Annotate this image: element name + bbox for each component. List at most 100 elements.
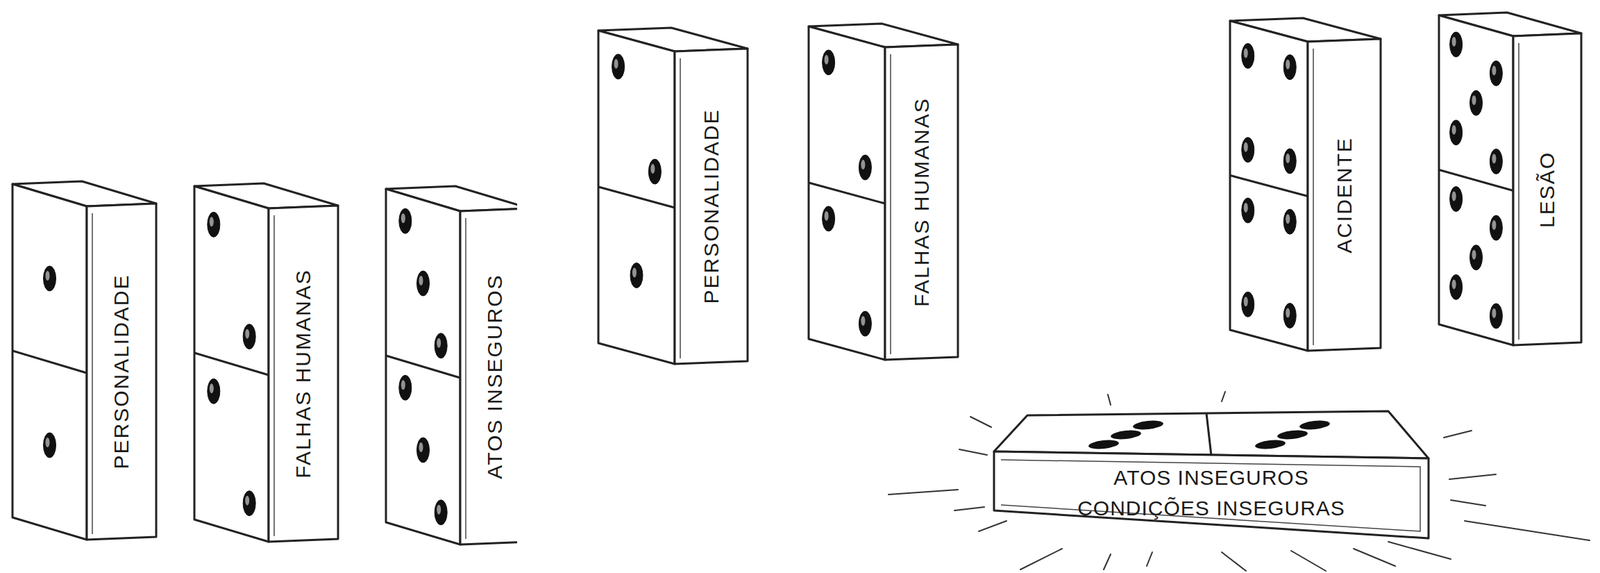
domino-pip [434,333,448,359]
domino: ACIDENTE [1227,15,1384,354]
impact-line [1388,541,1451,559]
domino: ATOS INSEGUROS [383,183,518,547]
domino-divider [1438,170,1514,191]
domino-pip [612,54,625,80]
pip-highlight [1491,65,1496,76]
impact-line [978,520,1007,532]
pip-highlight [45,437,50,448]
pip-highlight [1285,59,1290,70]
domino-label: FALHAS HUMANAS [911,97,933,307]
impact-line [1450,499,1486,506]
domino-pip [399,208,412,234]
domino-side [460,208,518,545]
domino-label: PERSONALIDADE [701,108,722,304]
domino-pip [399,374,412,400]
impact-line [970,416,992,427]
impact-line [1221,391,1226,402]
impact-line [1353,548,1396,566]
bevel-line [273,215,275,536]
pip-highlight [1472,95,1477,105]
domino-pip [1489,148,1503,174]
domino-pip [242,490,256,516]
pip-highlight [1491,220,1496,230]
domino-pip [1241,291,1255,317]
domino-pip [1450,120,1463,146]
impact-line [959,449,988,455]
domino-pip [1470,90,1483,116]
domino-pip [207,211,221,237]
bevel-line [889,54,892,355]
domino-pip [858,310,872,336]
domino-pip [630,263,643,289]
domino: ATOS INSEGUROSCONDIÇÕES INSEGURAS [991,408,1432,541]
pip-highlight [436,338,441,348]
pip-highlight [1243,296,1249,307]
pip-highlight [1452,191,1457,202]
pip-highlight [419,275,424,286]
bevel-line [679,58,681,359]
pip-highlight [1243,142,1249,153]
domino-side [994,451,1429,538]
domino-face [194,186,269,542]
domino-face [12,183,87,540]
pip-highlight [860,159,865,170]
domino-pip [1283,54,1296,80]
impact-line [1291,550,1326,571]
pip-highlight [824,54,829,65]
impact-line [888,489,958,495]
pip-highlight [1452,36,1457,47]
domino: PERSONALIDADE [9,178,159,543]
domino-pip [1298,419,1330,432]
pip-highlight [614,59,619,69]
pip-highlight [1491,153,1496,164]
domino-pip [1241,43,1255,69]
domino-outline [805,20,961,363]
impact-line [1449,474,1496,479]
domino-pip [1450,186,1463,212]
pip-highlight [1285,307,1290,318]
pip-highlight [45,270,50,281]
domino-pip [1254,438,1286,451]
domino-pip [417,270,430,296]
domino-side [885,44,958,360]
domino: PERSONALIDADE [595,24,751,367]
pip-highlight [860,315,865,326]
domino-pip [1241,197,1255,223]
bevel-line [1000,459,1421,532]
pip-highlight [650,163,655,174]
domino-face [1438,15,1514,345]
impact-line [1103,553,1111,570]
pip-highlight [1452,124,1457,135]
domino: FALHAS HUMANAS [191,180,341,545]
domino-label: ATOS INSEGUROS [484,273,506,479]
domino-pip [207,378,221,404]
impact-line [1020,548,1063,570]
pip-highlight [401,213,406,223]
domino-side [268,205,339,542]
domino-outline [595,24,751,367]
pip-highlight [401,379,406,390]
domino-face [385,188,461,545]
domino-pip [1489,61,1503,87]
domino-pip [1283,302,1296,328]
domino-face [598,30,675,364]
domino-pip [1450,274,1463,300]
domino-pip [1489,303,1503,329]
domino-label: ATOS INSEGUROS [1113,467,1309,488]
domino-divider [12,350,87,373]
domino-divider [1230,175,1308,197]
domino-label: LESÃO [1536,150,1558,227]
domino-pip [1087,438,1119,451]
impact-line [1464,520,1590,541]
domino-divider [385,355,461,378]
domino-divider [598,186,675,208]
pip-highlight [1243,48,1249,59]
domino-pip [43,432,57,458]
domino-divider [194,352,269,375]
domino-label: FALHAS HUMANAS [292,268,314,478]
impact-line [1107,394,1111,405]
domino-outline [1436,9,1585,348]
domino-face [1230,20,1308,351]
domino-pip [648,158,661,184]
pip-highlight [245,329,250,339]
